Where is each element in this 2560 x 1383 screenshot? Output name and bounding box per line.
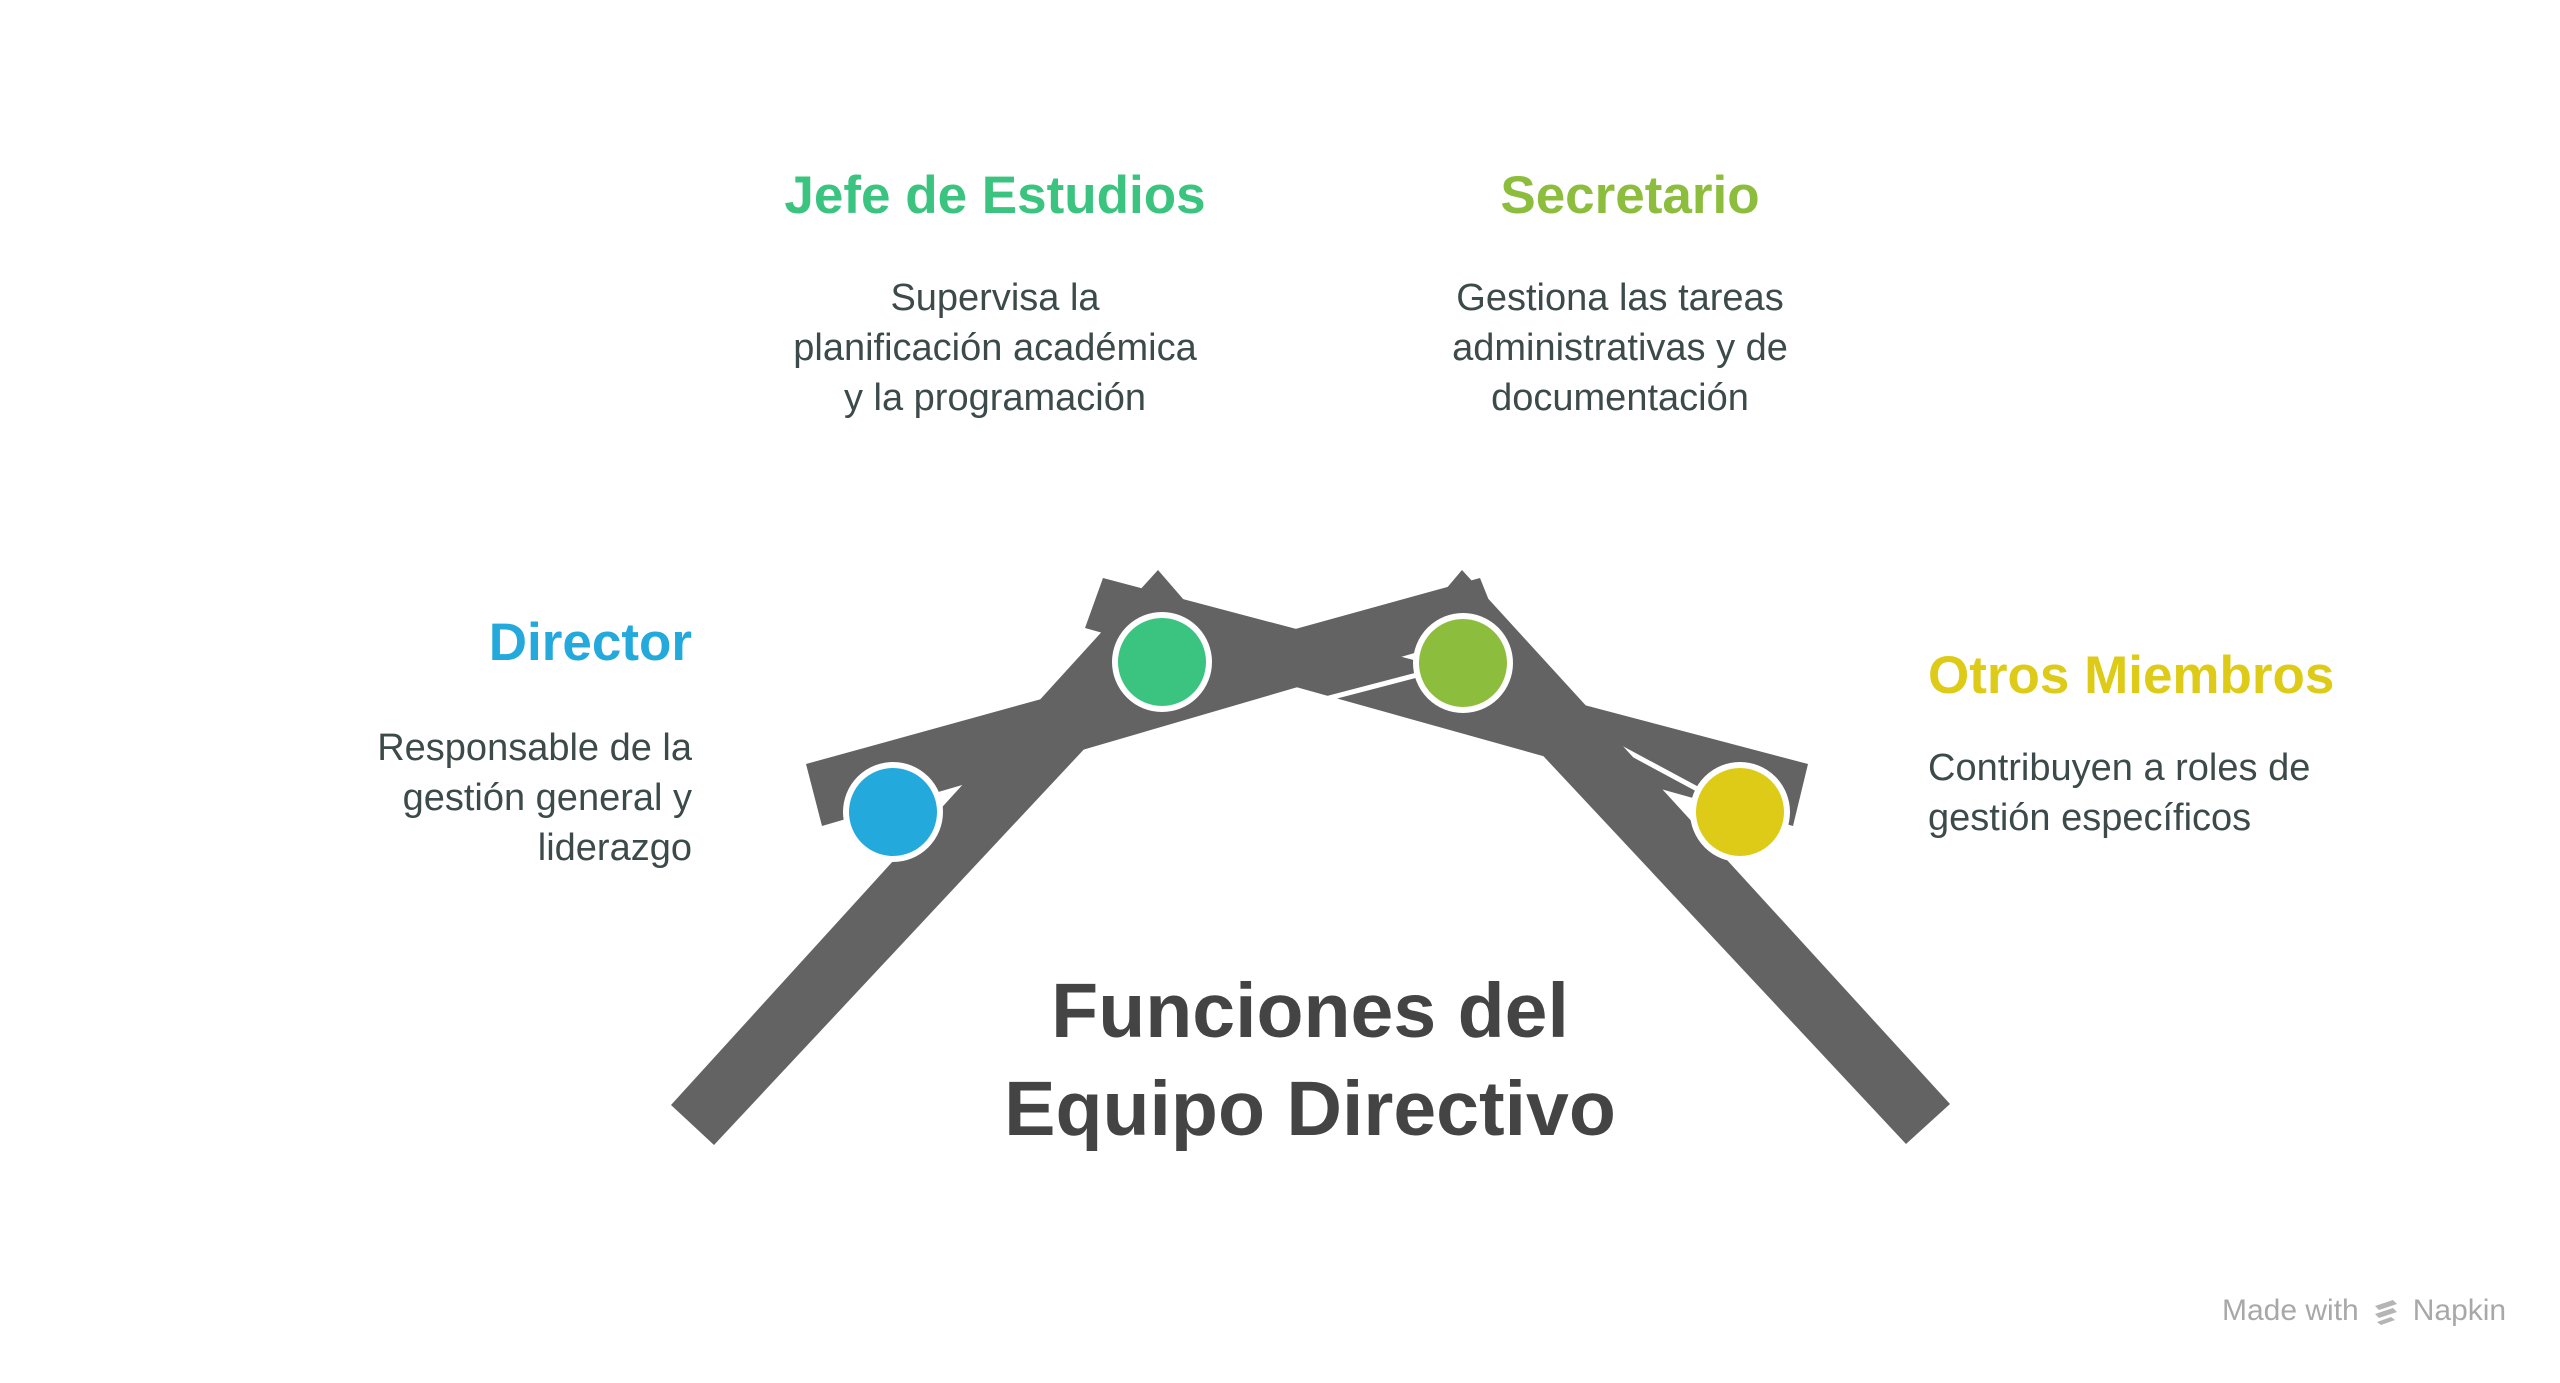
center-title: Funciones del Equipo Directivo — [1004, 968, 1616, 1152]
made-with-label: Made with — [2222, 1294, 2359, 1327]
jefe-de-estudios-title: Jefe de Estudios — [784, 166, 1206, 225]
node-director — [843, 762, 943, 862]
director-title: Director — [488, 613, 692, 672]
beam-right-rafter — [1418, 570, 1950, 1144]
made-with-napkin-watermark[interactable]: Made with Napkin — [2222, 1294, 2506, 1328]
node-otros-miembros — [1690, 762, 1790, 862]
node-jefe-de-estudios — [1112, 612, 1212, 712]
napkin-brand-label: Napkin — [2412, 1294, 2507, 1327]
secretario-description: Gestiona las tareas administrativas y de… — [1452, 277, 1788, 419]
otros-miembros-title: Otros Miembros — [1928, 646, 2335, 705]
otros-miembros-description: Contribuyen a roles de gestión específic… — [1928, 747, 2311, 839]
node-secretario — [1413, 613, 1513, 713]
jefe-de-estudios-description: Supervisa la planificación académica y l… — [793, 277, 1197, 419]
director-description: Responsable de la gestión general y lide… — [377, 727, 692, 869]
beam-left-rafter — [671, 570, 1203, 1145]
secretario-title: Secretario — [1500, 166, 1760, 225]
napkin-logo-icon — [2371, 1296, 2401, 1326]
